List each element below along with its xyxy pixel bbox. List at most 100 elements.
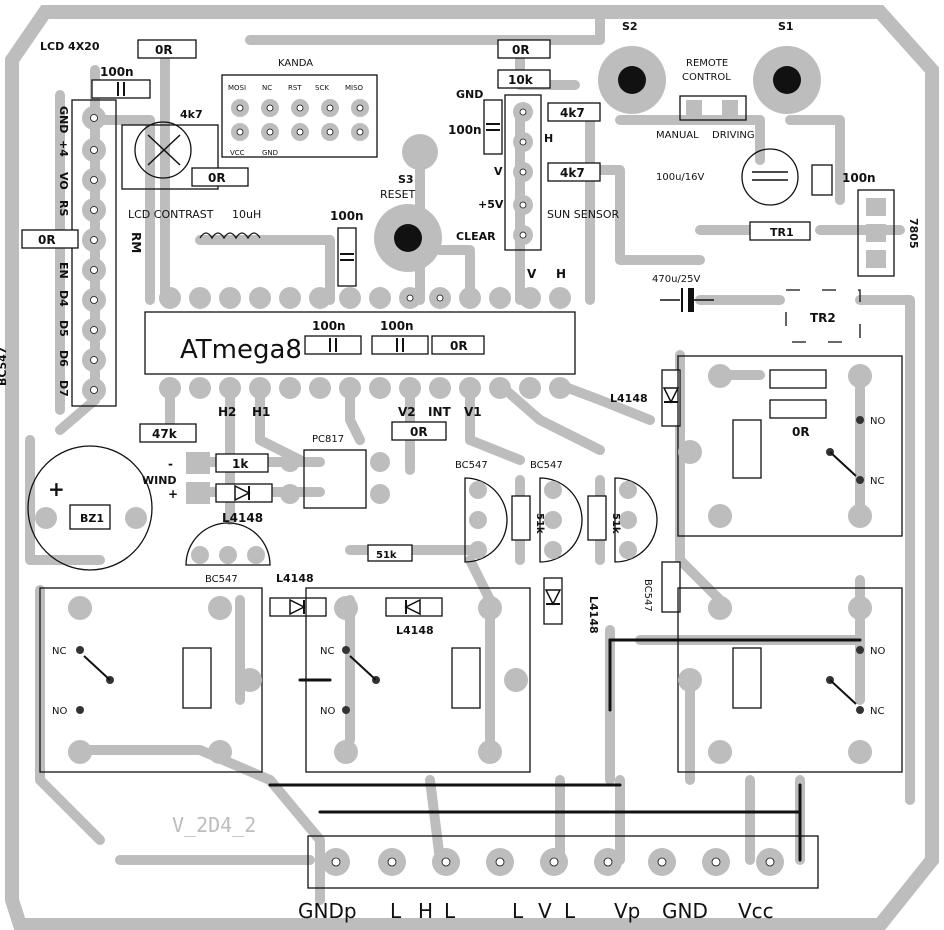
v1-label: V1 bbox=[464, 405, 482, 419]
wind-plus-label: + bbox=[168, 487, 178, 501]
inductor-10uh: 10uH bbox=[199, 208, 261, 240]
wind-connector: - + WIND bbox=[142, 452, 210, 504]
transformer-tr2: TR2 bbox=[785, 289, 861, 343]
pin-label-vo: VO bbox=[57, 172, 70, 190]
diode-l4148-relay: L4148 bbox=[610, 369, 681, 427]
trimmer-label: 4k7 bbox=[180, 108, 203, 121]
terminal-l2: L bbox=[444, 899, 456, 923]
capacitor-100u: 100u/16V bbox=[656, 148, 799, 206]
kanda-sck: SCK bbox=[315, 84, 329, 92]
kanda-label: KANDA bbox=[278, 58, 313, 69]
diode-label: L4148 bbox=[276, 572, 314, 585]
resistor-10k: 10k bbox=[497, 69, 551, 89]
lcd-header: GND +4 VO RS EN D4 D5 D6 D7 bbox=[57, 99, 117, 407]
relay-no-label: NO bbox=[52, 706, 67, 717]
h2-label: H2 bbox=[218, 405, 236, 419]
cap-label: 100n bbox=[312, 319, 346, 333]
terminal-l3: L bbox=[512, 899, 524, 923]
s1-label: S1 bbox=[778, 20, 794, 33]
sun-5v-label: +5V bbox=[478, 198, 504, 211]
bc547-label: BC547 bbox=[530, 460, 563, 471]
diode-l4148-left: L4148 bbox=[269, 572, 327, 617]
res-label: 4k7 bbox=[560, 166, 585, 180]
driving-label: DRIVING bbox=[712, 130, 755, 141]
terminal-vcc: Vcc bbox=[738, 899, 774, 923]
resistor-4k7-upper: 4k7 bbox=[547, 102, 601, 122]
s3-label: S3 bbox=[398, 173, 414, 186]
resistor-47k: 47k bbox=[139, 423, 197, 443]
optocoupler-pc817: PC817 bbox=[280, 434, 390, 509]
res-label: 10k bbox=[508, 73, 534, 87]
cap-label: 100n bbox=[100, 65, 134, 79]
inductor-label: 10uH bbox=[232, 208, 261, 221]
contrast-label: LCD CONTRAST bbox=[128, 208, 214, 221]
capacitor-100n-top-left: 100n bbox=[91, 65, 151, 99]
resistor-1k: 1k bbox=[215, 453, 269, 473]
pin-label-d7: D7 bbox=[57, 380, 70, 397]
reset-label: RESET bbox=[380, 188, 416, 201]
kanda-miso: MISO bbox=[345, 84, 364, 92]
cap-label: 100n bbox=[380, 319, 414, 333]
res-label: 0R bbox=[512, 43, 530, 57]
sun-h-label: H bbox=[544, 132, 553, 145]
resistor-0r-int: 0R bbox=[391, 421, 447, 441]
pin-label-en: EN bbox=[57, 262, 70, 279]
transistor-label-left: BC547 bbox=[0, 347, 9, 386]
res-label: 1k bbox=[232, 457, 249, 471]
bc547-label: BC547 bbox=[205, 574, 238, 585]
terminal-l1: L bbox=[390, 899, 402, 923]
rm-label: RM bbox=[129, 232, 143, 253]
regulator-7805: 7805 bbox=[857, 189, 920, 277]
bc547-label-right: BC547 bbox=[642, 579, 653, 612]
terminal-vp: Vp bbox=[614, 899, 640, 923]
res-label: 51k bbox=[610, 513, 621, 534]
kanda-rst: RST bbox=[288, 84, 302, 92]
cap-470u-label: 470u/25V bbox=[652, 274, 701, 285]
pin-label-rs: RS bbox=[57, 200, 70, 216]
control-label: CONTROL bbox=[682, 72, 731, 83]
relay-nc-label: NC bbox=[52, 646, 66, 657]
manual-label: MANUAL bbox=[656, 130, 699, 141]
atmega-label: ATmega8 bbox=[180, 335, 302, 365]
relay-nc-label: NC bbox=[870, 706, 884, 717]
pc817-label: PC817 bbox=[312, 434, 344, 445]
res-label: 4k7 bbox=[560, 106, 585, 120]
res-label: 0R bbox=[38, 233, 56, 247]
res-label: 51k bbox=[376, 550, 397, 561]
resistor-51k-b: 51k bbox=[587, 495, 621, 541]
tr2-label: TR2 bbox=[810, 311, 836, 325]
cap-label: 100n bbox=[448, 123, 482, 137]
kanda-mosi: MOSI bbox=[228, 84, 246, 92]
resistor-51k-c: 51k bbox=[367, 544, 413, 562]
v2-label: V2 bbox=[398, 405, 416, 419]
trimmer-4k7: 4k7 bbox=[121, 108, 219, 190]
lcd-label: LCD 4X20 bbox=[40, 40, 100, 53]
terminal-v: V bbox=[538, 899, 552, 923]
resistor-4k7-lower: 4k7 bbox=[547, 162, 601, 182]
relay-no-label: NO bbox=[320, 706, 335, 717]
capacitor-100n-chip-b: 100n bbox=[371, 319, 429, 355]
jumper-wires bbox=[268, 638, 862, 862]
pin-label-4: +4 bbox=[57, 140, 70, 157]
wind-label: WIND bbox=[142, 474, 177, 487]
kanda-vcc: VCC bbox=[230, 149, 245, 157]
relay-no-label: NO bbox=[870, 646, 885, 657]
bc547-label: BC547 bbox=[455, 460, 488, 471]
resistor-0r-top-left: 0R bbox=[137, 39, 197, 59]
capacitor-470u: 470u/25V bbox=[652, 274, 714, 312]
res-label: 47k bbox=[152, 427, 178, 441]
resistor-0r-top: 0R bbox=[497, 39, 551, 59]
atmega-h-label: H bbox=[556, 267, 566, 281]
terminal-block: GNDp L H L L V L Vp GND Vcc bbox=[298, 835, 819, 923]
relay-nc-label: NC bbox=[870, 476, 884, 487]
lcd-pin-labels: GND +4 VO RS EN D4 D5 D6 D7 bbox=[57, 106, 70, 397]
transistor-bc547-c bbox=[614, 477, 658, 563]
s2-label: S2 bbox=[622, 20, 638, 33]
pin-label-gnd: GND bbox=[57, 106, 70, 133]
capacitor-100n-sun: 100n bbox=[448, 99, 503, 155]
buzzer-bz1: BZ1 + BC547 bbox=[0, 347, 153, 571]
diode-label: L4148 bbox=[222, 511, 263, 525]
resistor-0r-chip: 0R bbox=[431, 335, 485, 355]
sun-gnd-label: GND bbox=[456, 88, 483, 101]
